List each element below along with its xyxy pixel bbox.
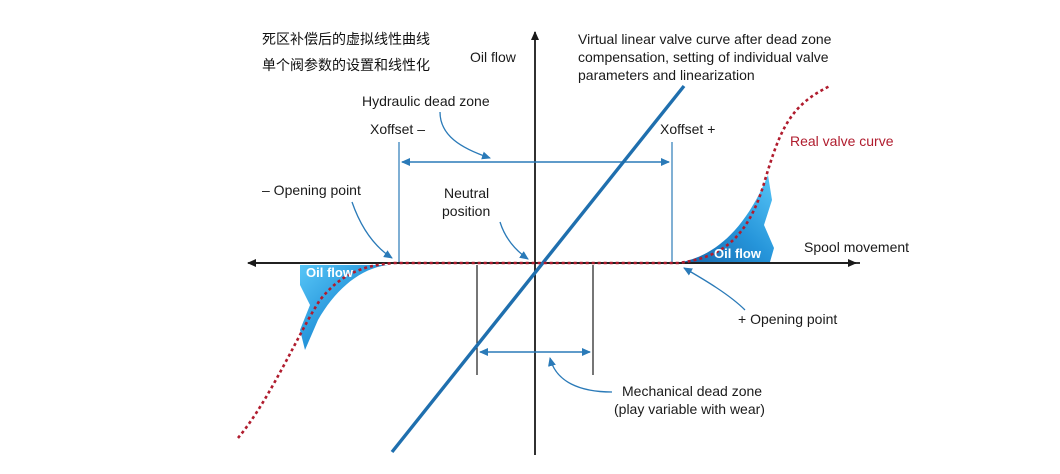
neutral-position-pointer xyxy=(499,221,529,260)
virtual-curve-pointer xyxy=(540,42,578,70)
virtual-curve-label-line1: Virtual linear valve curve after dead zo… xyxy=(578,31,832,47)
real-valve-curve-label: Real valve curve xyxy=(790,133,894,149)
caption-cn-line2: 单个阀参数的设置和线性化 xyxy=(262,57,430,74)
y-axis-label: Oil flow xyxy=(470,49,517,65)
mechanical-dead-zone-pointer xyxy=(548,357,613,393)
oil-flow-right-label: Oil flow xyxy=(714,246,762,261)
hydraulic-dead-zone-pointer xyxy=(439,111,491,160)
oil-flow-region-left xyxy=(300,265,388,350)
neutral-position-label-line2: position xyxy=(442,203,490,219)
mechanical-dead-zone-label-line1: Mechanical dead zone xyxy=(622,383,762,399)
neutral-position-label-line1: Neutral xyxy=(444,185,489,201)
opening-point-plus-label: + Opening point xyxy=(738,311,837,327)
xoffset-minus-label: Xoffset – xyxy=(370,121,425,137)
oil-flow-region-right xyxy=(682,175,774,262)
opening-point-plus-pointer xyxy=(683,267,746,311)
virtual-curve-label-line2: compensation, setting of individual valv… xyxy=(578,49,829,65)
x-axis-label: Spool movement xyxy=(804,239,909,255)
hydraulic-dead-zone-label: Hydraulic dead zone xyxy=(362,93,490,109)
oil-flow-left-label: Oil flow xyxy=(306,265,354,280)
opening-point-minus-pointer xyxy=(351,201,393,259)
virtual-linear-curve xyxy=(390,84,686,454)
virtual-curve-label-line3: parameters and linearization xyxy=(578,67,755,83)
caption-cn-line1: 死区补偿后的虚拟线性曲线 xyxy=(262,32,430,48)
opening-point-minus-label: – Opening point xyxy=(262,182,361,198)
real-valve-curve xyxy=(237,84,831,439)
mechanical-dead-zone-label-line2: (play variable with wear) xyxy=(614,401,765,417)
xoffset-plus-label: Xoffset + xyxy=(660,121,715,137)
